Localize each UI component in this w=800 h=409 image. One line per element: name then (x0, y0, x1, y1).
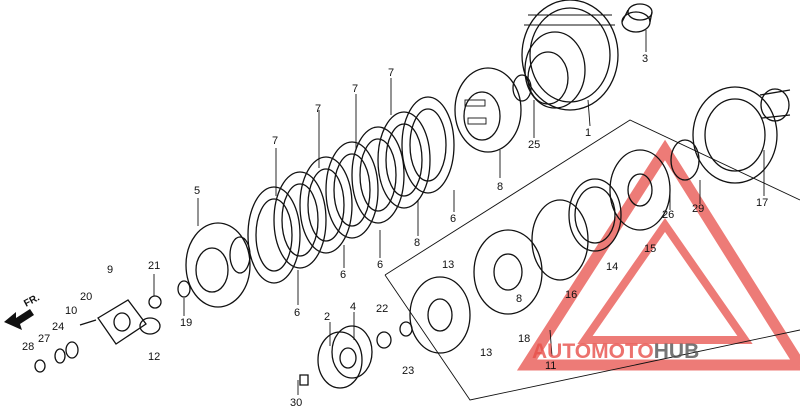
callout-8: 8 (497, 181, 503, 193)
watermark-logo (516, 139, 800, 371)
callout-26: 26 (662, 209, 674, 221)
callout-3: 3 (642, 53, 648, 65)
callout-6: 6 (294, 307, 300, 319)
callout-13: 13 (480, 347, 492, 359)
watermark-moto: MOTO (591, 340, 654, 363)
washer-19 (177, 280, 191, 298)
callout-7: 7 (352, 83, 358, 95)
bearing-29 (670, 139, 700, 181)
callout-17: 17 (756, 197, 768, 209)
group-box-top (384, 119, 800, 276)
centrifugal-clutch (409, 149, 671, 354)
callout-22: 22 (376, 303, 388, 315)
callout-8: 8 (414, 237, 420, 249)
callout-11: 11 (545, 360, 556, 372)
callout-6: 6 (377, 259, 383, 271)
callout-28: 28 (22, 341, 34, 353)
callout-23: 23 (402, 365, 414, 377)
front-label: FR. (22, 292, 42, 309)
callout-25: 25 (528, 139, 540, 151)
bolt-30 (299, 374, 309, 386)
callout-7: 7 (388, 67, 394, 79)
callout-27: 27 (38, 333, 50, 345)
callout-4: 4 (350, 301, 356, 313)
callout-8: 8 (516, 293, 522, 305)
callout-2: 2 (324, 311, 330, 323)
callout-24: 24 (52, 321, 64, 333)
leader-lines (153, 30, 765, 395)
svg-text:AUTOMOTOHUB: AUTOMOTOHUB (532, 340, 699, 363)
callout-labels: 1 2 3 4 5 6 6 6 6 7 7 7 7 8 8 8 9 10 11 … (22, 53, 768, 409)
clutch-plate-stack (247, 96, 455, 284)
callout-6: 6 (340, 269, 346, 281)
pressure-plate-top (454, 67, 522, 153)
callout-6: 6 (450, 213, 456, 225)
callout-10: 10 (65, 305, 77, 317)
lifter-plate-parts (34, 295, 162, 373)
clutch-center (185, 222, 251, 308)
callout-20: 20 (80, 291, 92, 303)
watermark-hub: HUB (654, 340, 700, 363)
collar (621, 3, 653, 33)
callout-19: 19 (180, 317, 192, 329)
callout-7: 7 (315, 103, 321, 115)
callout-5: 5 (194, 185, 200, 197)
callout-9: 9 (107, 264, 113, 276)
callout-16: 16 (565, 289, 577, 301)
washer-25 (512, 74, 532, 102)
nut-22 (376, 331, 392, 349)
clutch-drum (692, 86, 791, 184)
callout-14: 14 (606, 261, 618, 273)
callout-15: 15 (644, 243, 656, 255)
callout-30: 30 (290, 397, 302, 409)
group-box-bottom (384, 274, 800, 401)
callout-18: 18 (518, 333, 530, 345)
callout-29: 29 (692, 203, 704, 215)
callout-1: 1 (585, 127, 591, 139)
watermark-auto: AUTO (532, 340, 591, 363)
front-direction-arrow: FR. (4, 292, 42, 330)
callout-12: 12 (148, 351, 160, 363)
callout-13: 13 (442, 259, 454, 271)
callout-7: 7 (272, 135, 278, 147)
callout-21: 21 (148, 260, 160, 272)
cover-assembly (317, 325, 373, 389)
clutch-housing (521, 0, 619, 111)
watermark-text: AUTOMOTOHUB (532, 340, 699, 363)
